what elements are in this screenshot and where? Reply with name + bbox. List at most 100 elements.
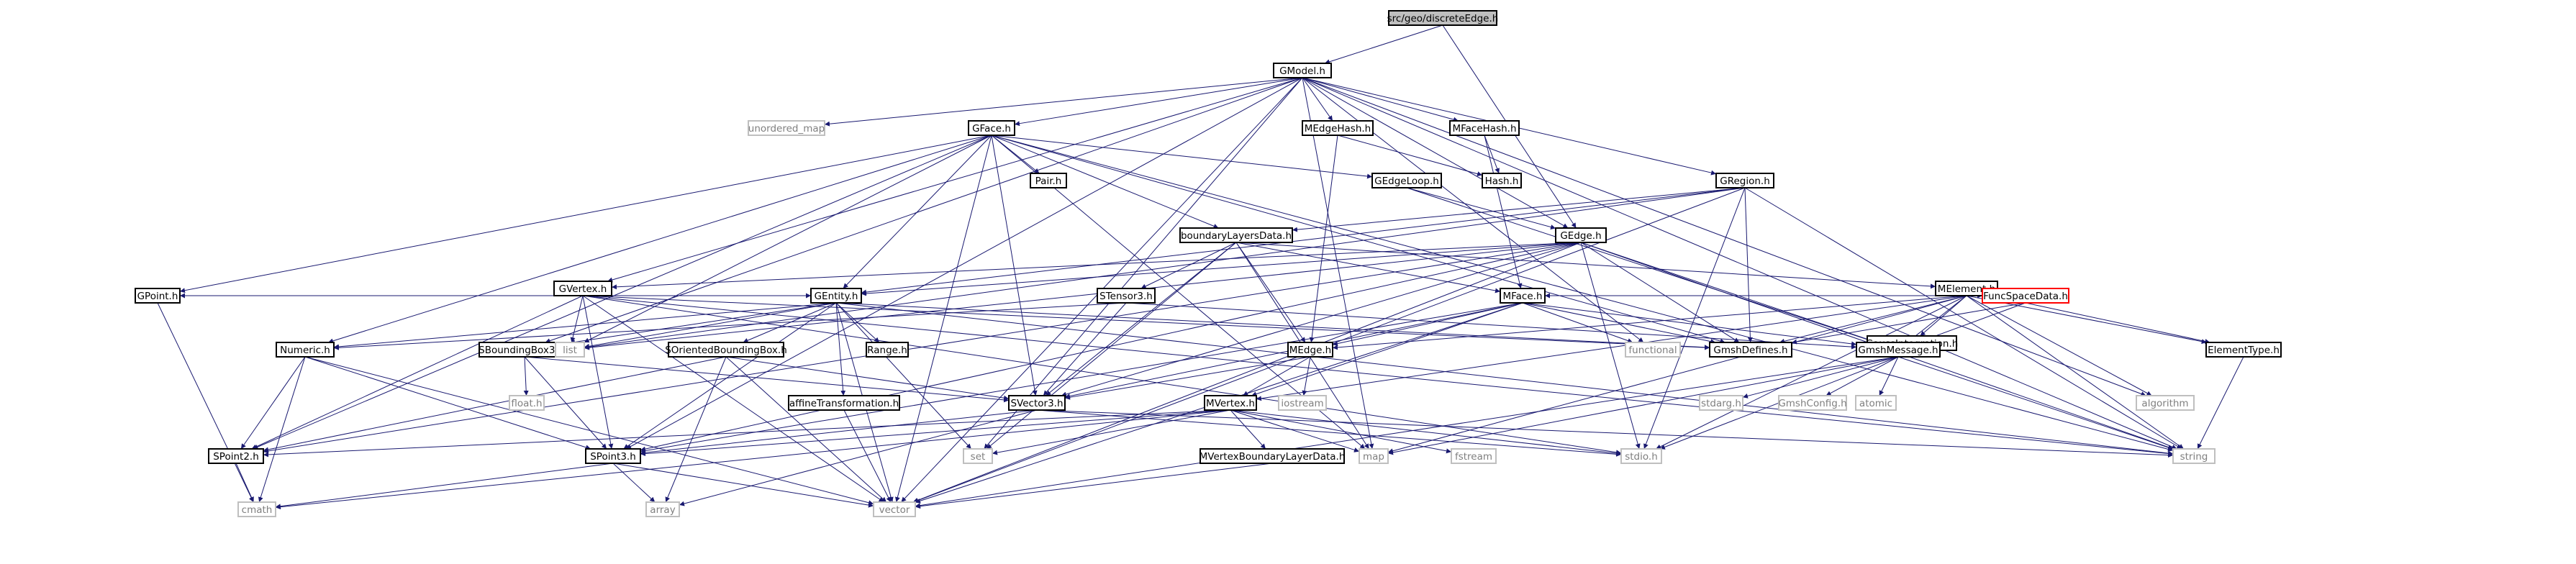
node-box-SOrientedBoundingBox (668, 342, 784, 358)
edge-boundaryLayersData-to-SVector3 (1046, 242, 1237, 396)
edge-GFace-to-boundaryLayersData (991, 135, 1219, 229)
node-MFaceHash[interactable]: MFaceHash.h (1449, 120, 1520, 136)
node-box-GEntity (810, 288, 862, 304)
node-SPoint3[interactable]: SPoint3.h (585, 448, 641, 464)
edge-SOrientedBoundingBox-to-array (665, 356, 727, 503)
node-ElementType[interactable]: ElementType.h (2205, 342, 2282, 358)
edge-Numeric-to-cmath (258, 356, 306, 503)
node-MEdge[interactable]: MEdge.h (1287, 342, 1333, 358)
node-label-atomic: atomic (1859, 398, 1892, 409)
edge-MVertex-to-fstream (1230, 409, 1452, 454)
node-box-stdarg (1699, 395, 1743, 411)
node-algorithm: algorithm (2136, 395, 2195, 411)
node-Range[interactable]: Range.h (866, 342, 909, 358)
node-box-MFace (1500, 288, 1546, 304)
node-box-set (963, 448, 993, 464)
node-atomic: atomic (1855, 395, 1897, 411)
edge-GVertex-to-SPoint2 (251, 295, 584, 450)
node-MFace[interactable]: MFace.h (1500, 288, 1546, 304)
edge-GFace-to-GEntity (843, 135, 992, 289)
node-MVertexBoundaryLayerData[interactable]: MVertexBoundaryLayerData.h (1199, 448, 1346, 464)
edge-GVertex-to-string (582, 295, 2174, 456)
edge-MElement-to-string (1966, 295, 2185, 450)
node-GEdge[interactable]: GEdge.h (1555, 227, 1607, 243)
node-label-MEdge: MEdge.h (1289, 345, 1331, 356)
node-label-boundaryLayersData: boundaryLayersData.h (1181, 230, 1292, 242)
edge-SBoundingBox3d-to-SVector3 (524, 356, 1010, 403)
edge-MFaceHash-to-Hash (1484, 135, 1500, 174)
node-cmath: cmath (237, 501, 276, 517)
node-label-set: set (971, 451, 986, 463)
node-box-GmshConfig (1778, 395, 1847, 411)
node-label-stdio: stdio.h (1625, 451, 1658, 463)
node-functional: functional (1625, 342, 1681, 358)
node-SPoint2[interactable]: SPoint2.h (208, 448, 264, 464)
edge-MFace-to-GmshMessage (1522, 302, 1857, 347)
edge-boundaryLayersData-to-MElement (1235, 242, 1936, 289)
node-SVector3[interactable]: SVector3.h (1008, 395, 1066, 411)
node-label-GEdgeLoop: GEdgeLoop.h (1374, 176, 1439, 187)
node-Pair[interactable]: Pair.h (1030, 173, 1067, 188)
node-label-array: array (650, 504, 675, 516)
edge-GEntity-to-Numeric (333, 302, 837, 350)
node-label-SVector3: SVector3.h (1010, 398, 1063, 409)
node-GRegion[interactable]: GRegion.h (1715, 173, 1774, 188)
node-GModel[interactable]: GModel.h (1273, 63, 1332, 78)
node-GmshMessage[interactable]: GmshMessage.h (1856, 342, 1941, 358)
node-box-MVertexBoundaryLayerData (1199, 448, 1345, 464)
edge-GEntity-to-affineTransformation (835, 302, 846, 396)
node-MEdgeHash[interactable]: MEdgeHash.h (1302, 120, 1374, 136)
node-label-discreteEdge: src/geo/discreteEdge.h (1387, 13, 1499, 24)
node-Numeric[interactable]: Numeric.h (276, 342, 335, 358)
edge-GVertex-to-GmshDefines (582, 295, 1710, 350)
node-GEntity[interactable]: GEntity.h (810, 288, 862, 304)
edge-GModel-to-MFaceHash (1302, 77, 1459, 122)
node-affineTransformation[interactable]: affineTransformation.h (788, 395, 900, 411)
node-label-MVertexBoundaryLayerData: MVertexBoundaryLayerData.h (1199, 451, 1346, 463)
node-GPoint[interactable]: GPoint.h (135, 288, 181, 304)
node-label-map: map (1363, 451, 1384, 463)
edge-MEdge-to-SVector3 (1064, 356, 1311, 400)
node-label-stdarg: stdarg.h (1701, 398, 1741, 409)
node-discreteEdge[interactable]: src/geo/discreteEdge.h (1387, 10, 1499, 26)
node-GFace[interactable]: GFace.h (968, 120, 1015, 136)
edge-GEntity-to-SBoundingBox3d (569, 302, 837, 345)
node-box-STensor3 (1097, 288, 1156, 304)
edge-GFace-to-GEdgeLoop (991, 135, 1373, 179)
edge-GModel-to-set (984, 77, 1303, 450)
node-box-Pair (1030, 173, 1067, 188)
edge-MFace-to-GmshDefines (1522, 302, 1716, 345)
node-Hash[interactable]: Hash.h (1482, 173, 1522, 188)
node-MVertex[interactable]: MVertex.h (1204, 395, 1257, 411)
node-box-functional (1625, 342, 1681, 358)
node-GmshDefines[interactable]: GmshDefines.h (1709, 342, 1792, 358)
node-SOrientedBoundingBox[interactable]: SOrientedBoundingBox.h (665, 342, 787, 358)
edge-GRegion-to-string (1744, 187, 2182, 450)
node-label-MVertex: MVertex.h (1206, 398, 1255, 409)
edge-GRegion-to-GEntity (861, 187, 1746, 295)
edge-MElement-to-algorithm (1966, 295, 2152, 396)
edge-GFace-to-GmshDefines (991, 135, 1725, 344)
node-STensor3[interactable]: STensor3.h (1097, 288, 1156, 304)
edge-MFace-to-SPoint3 (640, 302, 1523, 453)
node-label-GFace: GFace.h (972, 123, 1011, 135)
node-FuncSpaceData[interactable]: FuncSpaceData.h (1982, 288, 2069, 304)
node-SBoundingBox3d[interactable]: SBoundingBox3d.h (479, 342, 571, 358)
node-fstream: fstream (1451, 448, 1497, 464)
edge-FuncSpaceData-to-ElementType (2025, 302, 2210, 344)
node-label-GmshConfig: GmshConfig.h (1778, 398, 1846, 409)
edge-GVertex-to-stdio (582, 295, 1622, 455)
edge-GFace-to-SPoint2 (253, 135, 992, 450)
node-GVertex[interactable]: GVertex.h (553, 281, 612, 296)
edge-MEdgeHash-to-MEdge (1309, 135, 1338, 343)
edge-SOrientedBoundingBox-to-SVector3 (725, 356, 1010, 401)
edge-GEdge-to-SVector3 (1061, 242, 1582, 397)
node-box-MVertex (1204, 395, 1257, 411)
edge-SPoint3-to-cmath (275, 463, 614, 509)
edge-GVertex-to-vector (582, 295, 884, 503)
edge-MVertexBoundaryLayerData-to-vector (915, 463, 1273, 509)
edge-MElement-to-MVertex (1256, 295, 1967, 401)
node-GEdgeLoop[interactable]: GEdgeLoop.h (1371, 173, 1442, 188)
node-boundaryLayersData[interactable]: boundaryLayersData.h (1179, 227, 1293, 243)
